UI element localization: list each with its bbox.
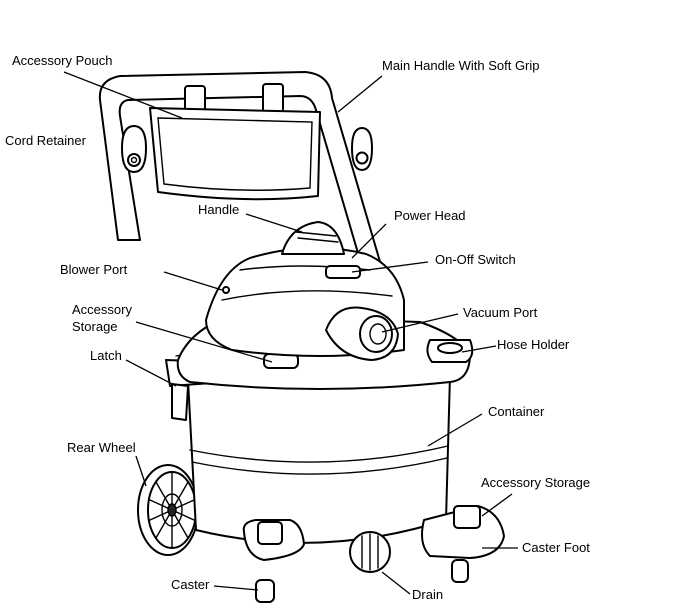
blower-port xyxy=(222,286,230,294)
label-accessory-storage-line2: Storage xyxy=(72,319,118,334)
labels: Accessory Pouch Main Handle With Soft Gr… xyxy=(5,53,590,602)
label-on-off-switch: On-Off Switch xyxy=(435,252,516,267)
accessory-storage-right xyxy=(453,505,481,529)
caster-feet xyxy=(242,505,505,561)
label-accessory-storage-right: Accessory Storage xyxy=(481,475,590,490)
accessory-pouch xyxy=(149,107,321,201)
label-rear-wheel: Rear Wheel xyxy=(67,440,136,455)
label-vacuum-port: Vacuum Port xyxy=(463,305,538,320)
label-accessory-storage-line1: Accessory xyxy=(72,302,132,317)
label-main-handle: Main Handle With Soft Grip xyxy=(382,58,540,73)
rear-wheel xyxy=(137,464,199,556)
label-blower-port: Blower Port xyxy=(60,262,128,277)
cord-retainer-left xyxy=(121,125,147,173)
label-power-head: Power Head xyxy=(394,208,466,223)
cord-retainer-right xyxy=(351,127,373,171)
label-hose-holder: Hose Holder xyxy=(497,337,570,352)
casters xyxy=(255,559,469,603)
label-cord-retainer: Cord Retainer xyxy=(5,133,87,148)
label-caster: Caster xyxy=(171,577,210,592)
drain xyxy=(349,531,391,573)
power-head xyxy=(205,221,405,361)
on-off-switch xyxy=(325,265,361,279)
label-drain: Drain xyxy=(412,587,443,602)
label-container: Container xyxy=(488,404,545,419)
label-accessory-pouch: Accessory Pouch xyxy=(12,53,112,68)
vacuum-port xyxy=(325,306,399,361)
top-handle xyxy=(281,221,345,255)
leader-lines xyxy=(63,71,518,595)
hose-holder xyxy=(426,339,474,363)
label-latch: Latch xyxy=(90,348,122,363)
label-caster-foot: Caster Foot xyxy=(522,540,590,555)
label-handle: Handle xyxy=(198,202,239,217)
